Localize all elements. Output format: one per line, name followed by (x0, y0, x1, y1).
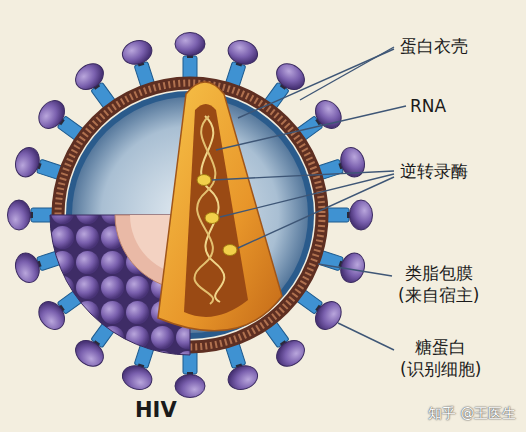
leader-lines (212, 47, 406, 350)
part-label: 蛋白衣壳 (400, 35, 468, 57)
glycoprotein-spikes (8, 33, 373, 398)
part-label: 类脂包膜 (来自宿主) (398, 262, 479, 306)
part-label: 糖蛋白 (识别细胞) (400, 336, 481, 380)
watermark: 知乎 @王医生 (428, 404, 516, 422)
part-label: 逆转录酶 (400, 160, 468, 182)
part-label: RNA (410, 95, 446, 117)
caption: HIV (135, 398, 177, 422)
